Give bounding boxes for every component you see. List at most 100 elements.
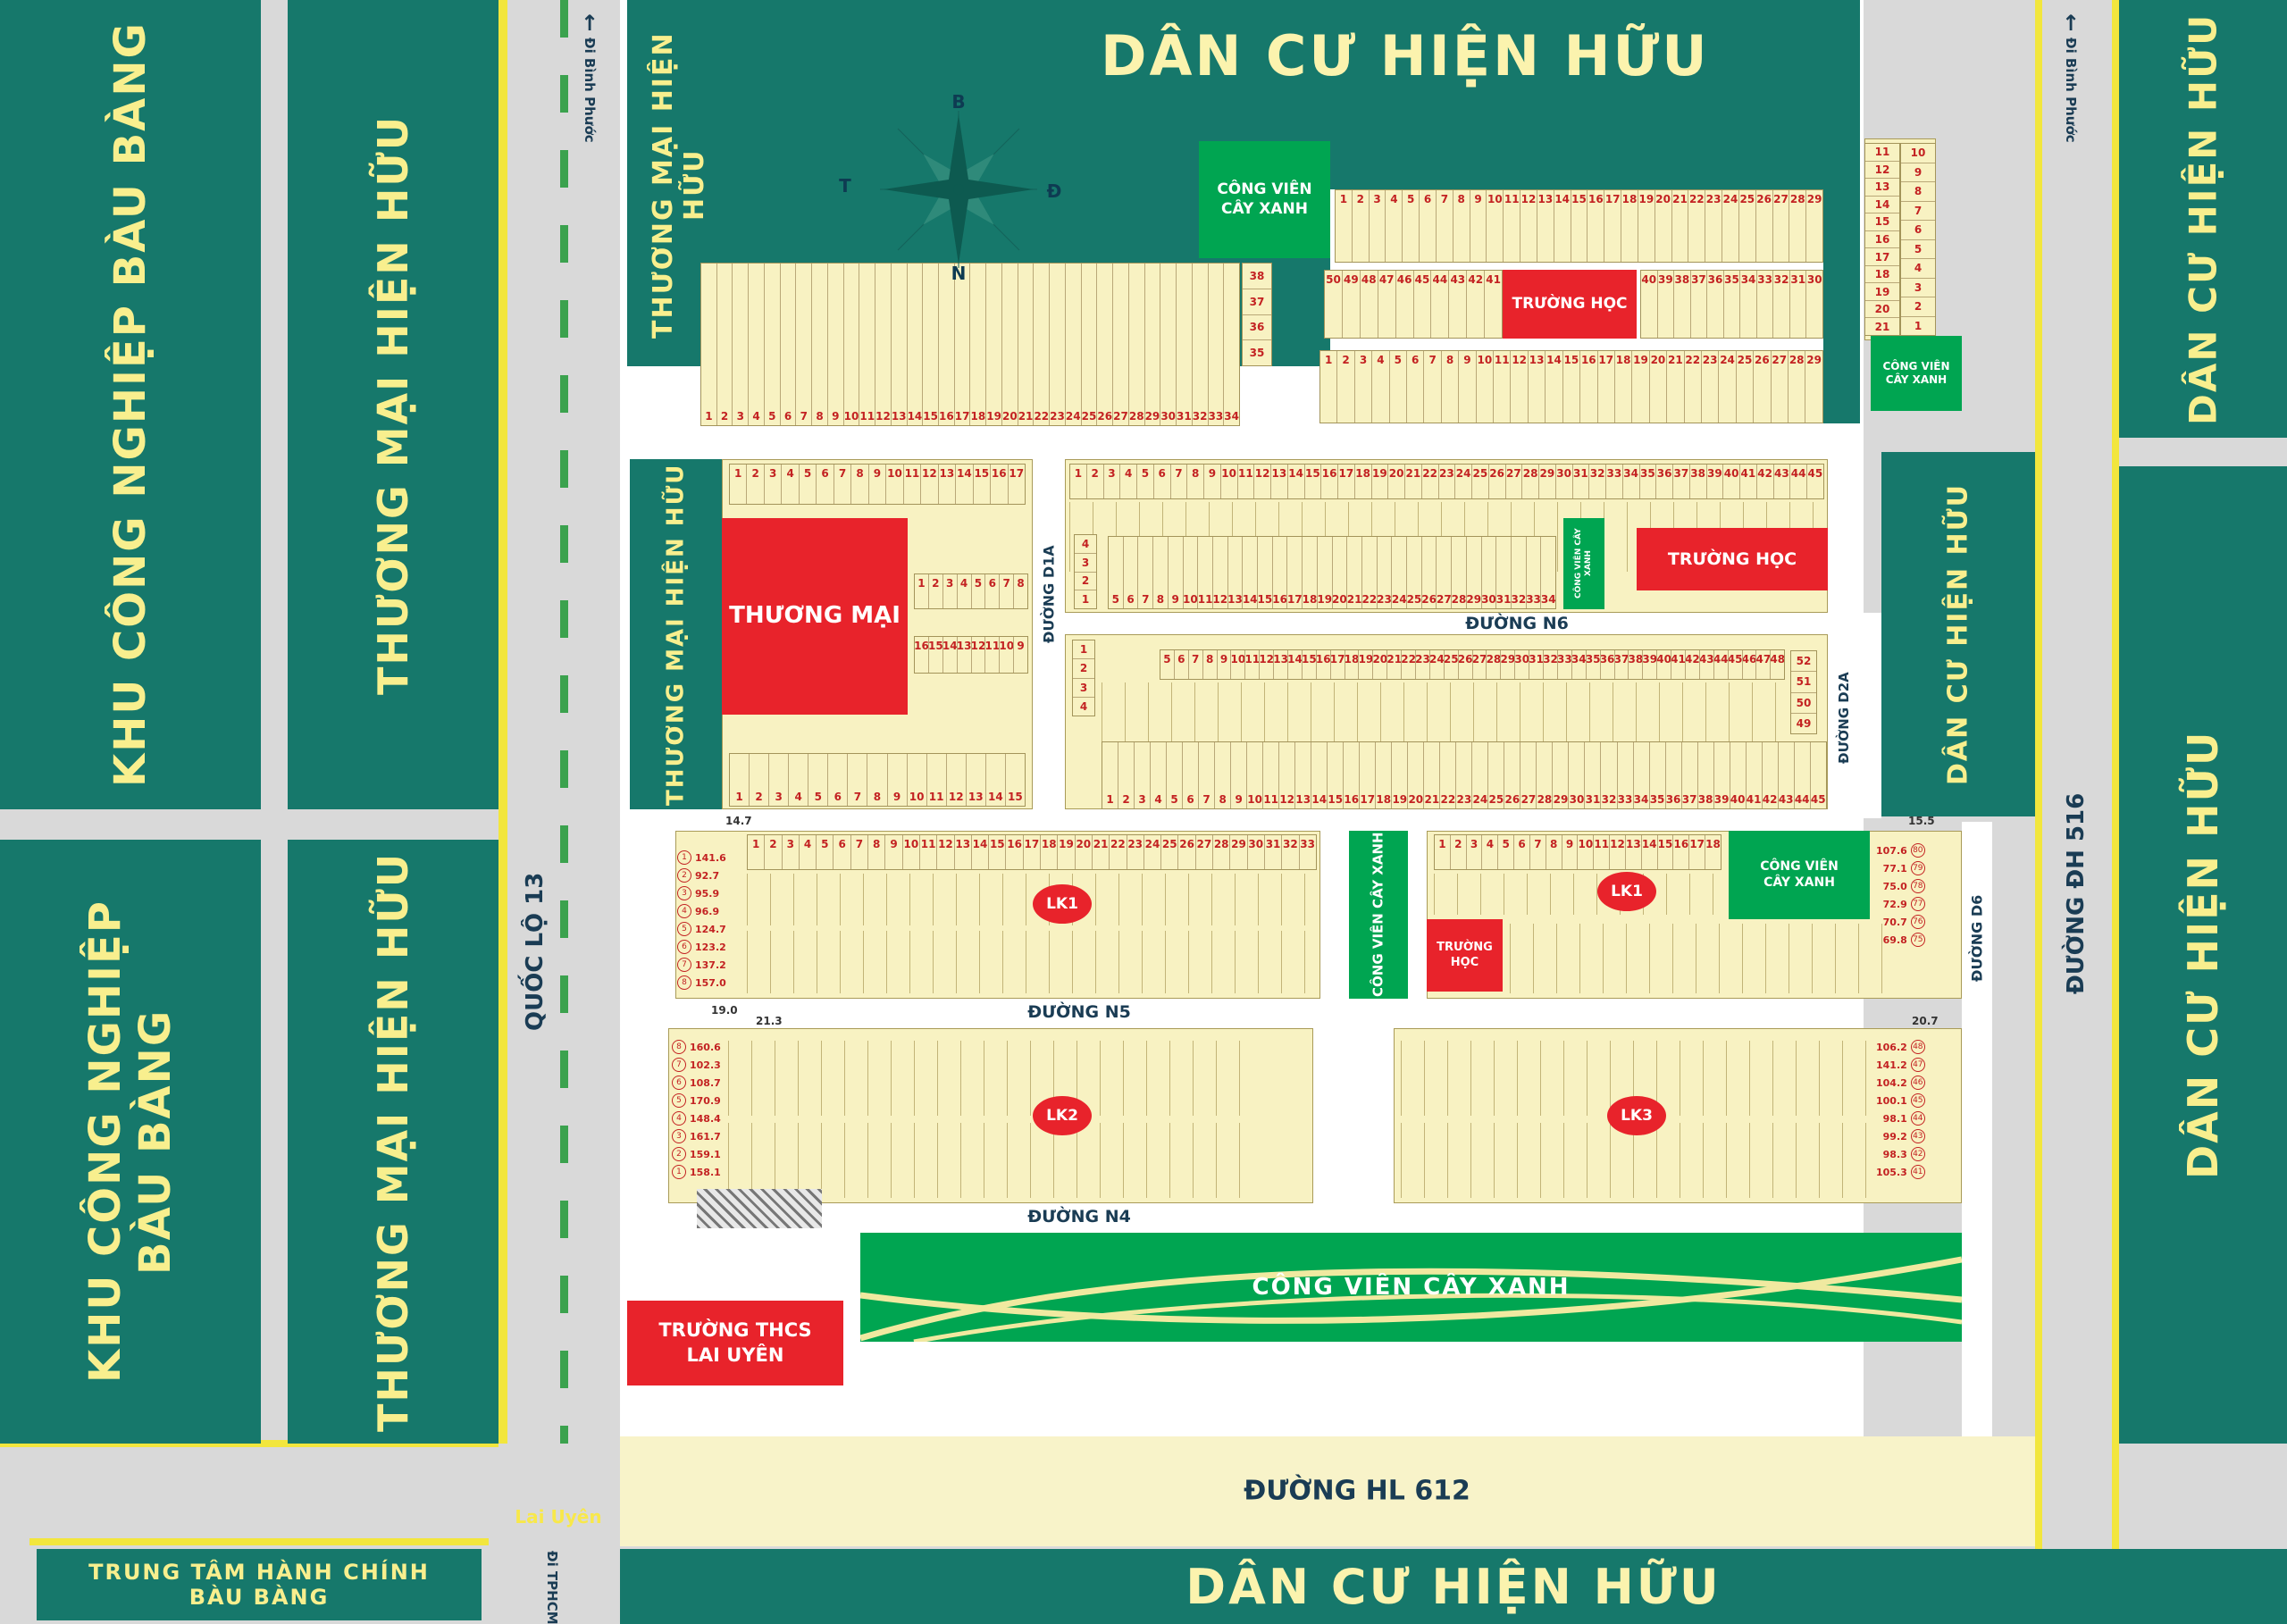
lot-cell: 31 xyxy=(1529,650,1543,679)
lot-cell: 15 xyxy=(972,465,990,504)
lot-cell: 29 xyxy=(1500,650,1514,679)
road-label-d2a: ĐƯỜNG D2A xyxy=(1836,672,1852,765)
lot-cell: 32 xyxy=(1772,271,1789,338)
road-label-d1a: ĐƯỜNG D1A xyxy=(1040,545,1058,643)
area-value: 104.2 xyxy=(1876,1076,1907,1089)
lot-cell: 4 xyxy=(1901,258,1935,278)
zone-label-dc-right-mid: DÂN CƯ HIỆN HỮU xyxy=(1942,482,1974,786)
lot-cell: 7 xyxy=(1435,190,1453,262)
park-label-line1: CÔNG VIÊN xyxy=(1882,360,1950,373)
lot-cell: 9 xyxy=(1230,742,1246,808)
lot-cell: 50 xyxy=(1791,691,1816,713)
lot-cell: 14 xyxy=(1865,195,1899,213)
lot-cell: 37 xyxy=(1613,650,1628,679)
lot-cell: 8 xyxy=(1152,537,1168,608)
lot-number-circle: 44 xyxy=(1910,1111,1925,1126)
lot-cell: 15 xyxy=(988,835,1005,869)
lot-cell: 8 xyxy=(1013,574,1027,608)
teal-block xyxy=(1823,141,1860,423)
lot-cell: 28 xyxy=(1451,537,1466,608)
lot-cell: 24 xyxy=(1454,465,1471,498)
lot-cell: 1 xyxy=(1339,193,1348,205)
lot-cell: 37 xyxy=(1680,742,1697,808)
lot-cell: 25 xyxy=(1735,351,1753,423)
lot-cell: 10 xyxy=(1577,835,1593,869)
lot-cell: 25 xyxy=(1443,650,1458,679)
lot-cell: 7 xyxy=(833,465,850,504)
lot-number-circle: 46 xyxy=(1910,1076,1925,1090)
lot-cell: 4 xyxy=(781,465,798,504)
lot-cell: 3 xyxy=(1353,351,1371,423)
lot-cell: 38 xyxy=(1628,650,1642,679)
lot-cell: 41 xyxy=(1484,271,1502,338)
area-value: 69.8 xyxy=(1882,933,1907,946)
zone-label-kcn-bottom: KHU CÔNG NGHIỆP BÀU BÀNG xyxy=(80,900,180,1384)
lot-cell: 8 xyxy=(850,465,867,504)
lot-number-circle: 78 xyxy=(1910,879,1925,893)
school-lk1: TRƯỜNG HỌC xyxy=(1427,919,1503,992)
lot-cell: 19 xyxy=(985,264,1001,425)
lot-cell: 10 xyxy=(1182,537,1197,608)
lot-cell: 16 xyxy=(1672,835,1688,869)
area-value: 100.1 xyxy=(1876,1094,1907,1107)
lot-cell: 28 xyxy=(1212,835,1229,869)
lot-cell: 3 xyxy=(1465,835,1482,869)
direction-label: Đi Bình Phước xyxy=(2063,38,2079,143)
lot-cell: 21 xyxy=(1017,264,1034,425)
lot-number-circle: 77 xyxy=(1910,897,1925,911)
lot-number-circle: 75 xyxy=(1910,933,1925,947)
lot-cell: 3 xyxy=(781,835,799,869)
lot-cell: 31 xyxy=(1176,264,1192,425)
lot-cell: 20 xyxy=(1331,537,1346,608)
lot-number-circle: 3 xyxy=(672,1129,686,1143)
lot-cell: 5 xyxy=(763,264,780,425)
lot-cell: 43 xyxy=(1777,742,1794,808)
lot-cell: 19 xyxy=(1865,282,1899,300)
lot-cell: 7 xyxy=(1137,537,1152,608)
lot-cell: 17 xyxy=(1688,835,1705,869)
lot-cell: 32 xyxy=(1191,264,1208,425)
lot-cell: 52 xyxy=(1796,655,1812,668)
lot-cell: 42 xyxy=(1755,465,1773,498)
lot-cell: 21 xyxy=(1671,190,1688,262)
lot-cell: 25 xyxy=(1487,742,1504,808)
lot-cell: 23 xyxy=(1455,742,1471,808)
lot-cell: 8 xyxy=(1545,835,1562,869)
lot-cell: 1 xyxy=(917,577,926,590)
place-label-lai-uyen: Lai Uyên xyxy=(515,1506,602,1528)
lot-cell: 11 xyxy=(1197,537,1212,608)
lot-lines-texture xyxy=(1401,1123,1869,1198)
lot-cell: 10 xyxy=(1219,465,1237,498)
lot-cell: 31 xyxy=(1584,742,1600,808)
area-value: 108.7 xyxy=(690,1076,721,1089)
edge-dimension-label: 21.3 xyxy=(756,1015,783,1027)
lot-cell: 33 xyxy=(1605,465,1622,498)
lot-cell: 27 xyxy=(1504,465,1522,498)
park-band: CÔNG VIÊN CÂY XANH xyxy=(860,1233,1962,1342)
zone-kcn-bau-bang-bottom: KHU CÔNG NGHIỆP BÀU BÀNG xyxy=(0,840,261,1444)
lot-cell: 11 xyxy=(984,637,999,673)
lot-cell: 1 xyxy=(1106,793,1114,806)
lot-number-circle: 7 xyxy=(677,958,691,972)
lot-cell: 33 xyxy=(1556,650,1571,679)
lot-cell: 18 xyxy=(1621,190,1638,262)
lot-cell: 16 xyxy=(1343,742,1359,808)
park-lk1-right: CÔNG VIÊN CÂY XANH xyxy=(1729,831,1870,919)
road-d6-surface xyxy=(1962,822,1992,1436)
block-label-lk1: LK1 xyxy=(1033,884,1092,924)
lot-cell: 31 xyxy=(1263,835,1281,869)
lot-number-circle: 6 xyxy=(672,1076,686,1090)
lot-cell: 21 xyxy=(1404,465,1421,498)
lot-cell: 11 xyxy=(918,835,936,869)
area-value: 77.1 xyxy=(1882,862,1907,875)
lot-cell: 10 xyxy=(1910,146,1926,160)
